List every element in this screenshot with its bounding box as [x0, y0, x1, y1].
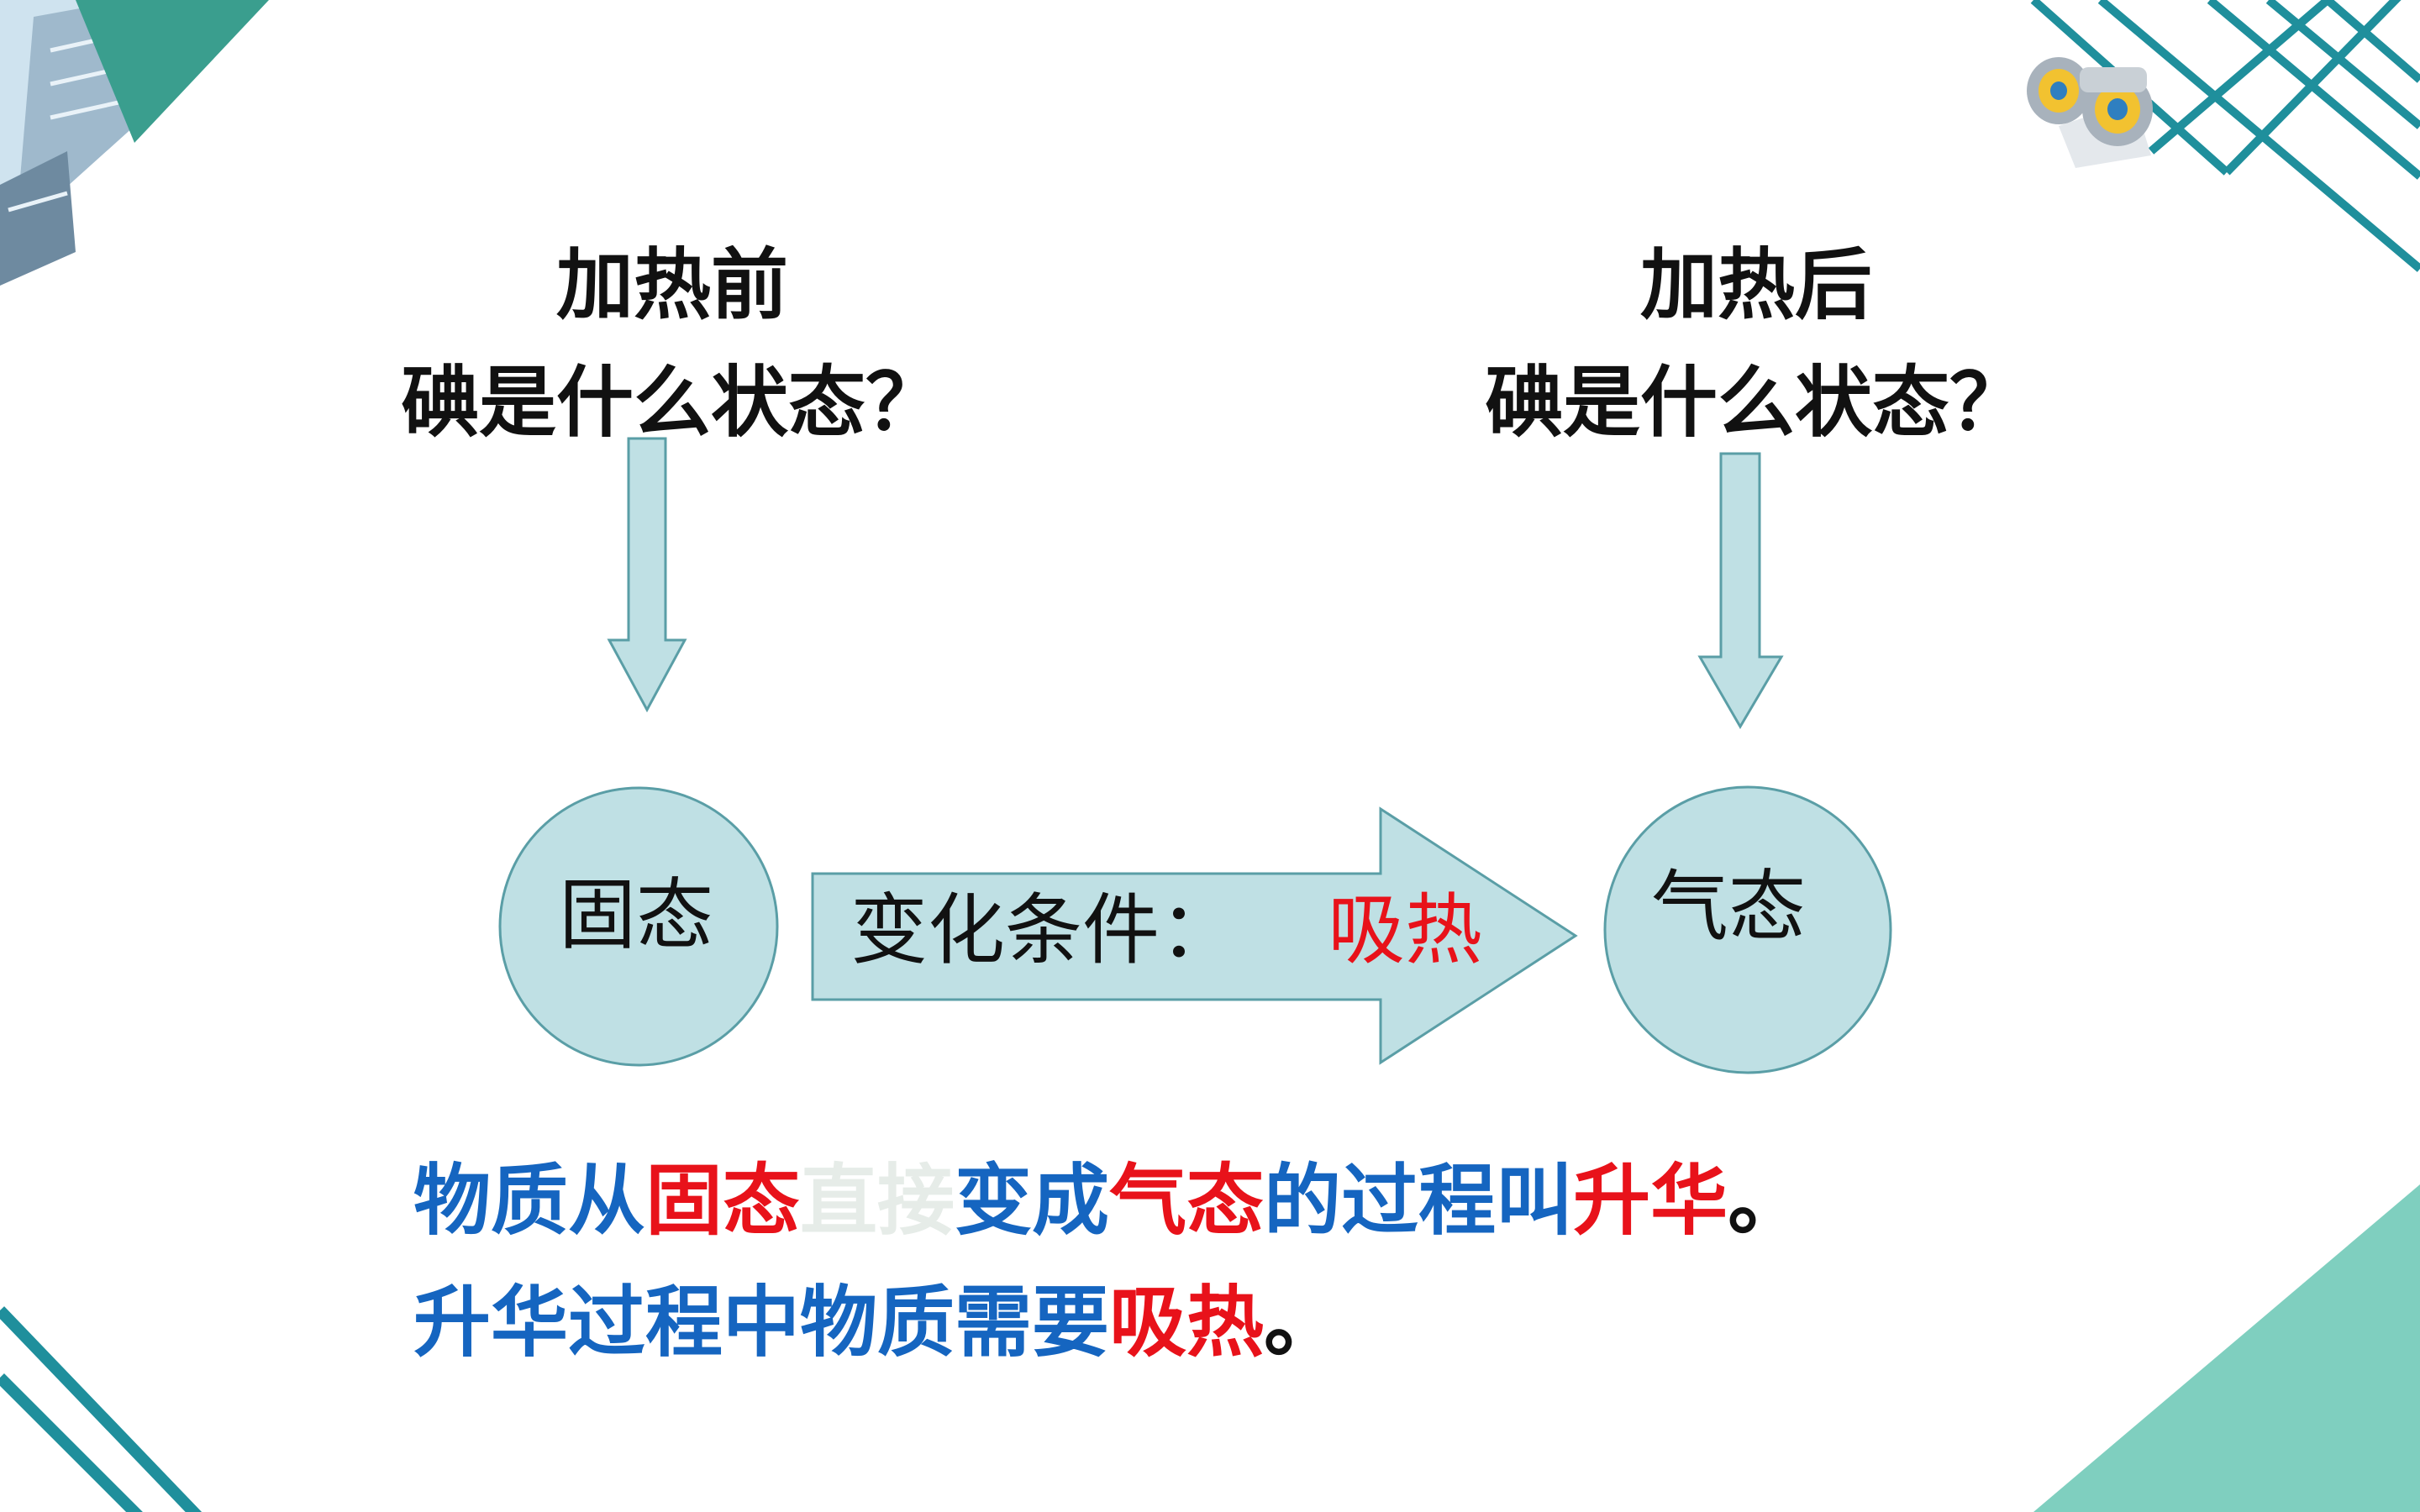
summary-text: 变成	[955, 1156, 1109, 1246]
summary-highlight-sublimation: 升华	[1573, 1156, 1728, 1246]
down-arrow-left	[609, 438, 685, 710]
summary-text: 物质从	[413, 1156, 645, 1246]
summary-line-2: 升华过程中物质需要吸热。	[413, 1277, 1341, 1369]
condition-label: 变化条件：	[850, 889, 1237, 973]
gas-state-label: 气态	[1651, 865, 1806, 949]
summary-highlight-gas: 气态	[1109, 1156, 1264, 1246]
solid-state-label: 固态	[559, 874, 713, 958]
teal-stripes-bl	[0, 1310, 202, 1512]
summary-highlight-solid: 固态	[645, 1156, 800, 1246]
summary-faint-text: 直接	[800, 1156, 955, 1246]
summary-line-1: 物质从固态直接变成气态的过程叫升华。	[413, 1155, 1805, 1247]
right-question: 加热后 碘是什么状态？	[1445, 227, 2067, 462]
binoculars-icon	[2027, 57, 2153, 168]
summary-text: 升华过程中物质需要	[413, 1278, 1109, 1368]
left-question: 加热前 碘是什么状态？	[361, 227, 983, 462]
summary-period: 。	[1264, 1278, 1341, 1368]
teal-corner-triangle-br	[2033, 1184, 2420, 1512]
down-arrow-right	[1700, 454, 1781, 727]
summary-highlight-absorb-heat: 吸热	[1109, 1278, 1264, 1368]
condition-value: 吸热	[1328, 889, 1482, 973]
left-question-line1: 加热前	[361, 227, 983, 344]
left-question-line2: 碘是什么状态？	[361, 344, 983, 462]
right-question-line1: 加热后	[1445, 227, 2067, 344]
right-question-line2: 碘是什么状态？	[1445, 344, 2067, 462]
summary-text: 的过程叫	[1264, 1156, 1573, 1246]
summary-period: 。	[1728, 1156, 1805, 1246]
